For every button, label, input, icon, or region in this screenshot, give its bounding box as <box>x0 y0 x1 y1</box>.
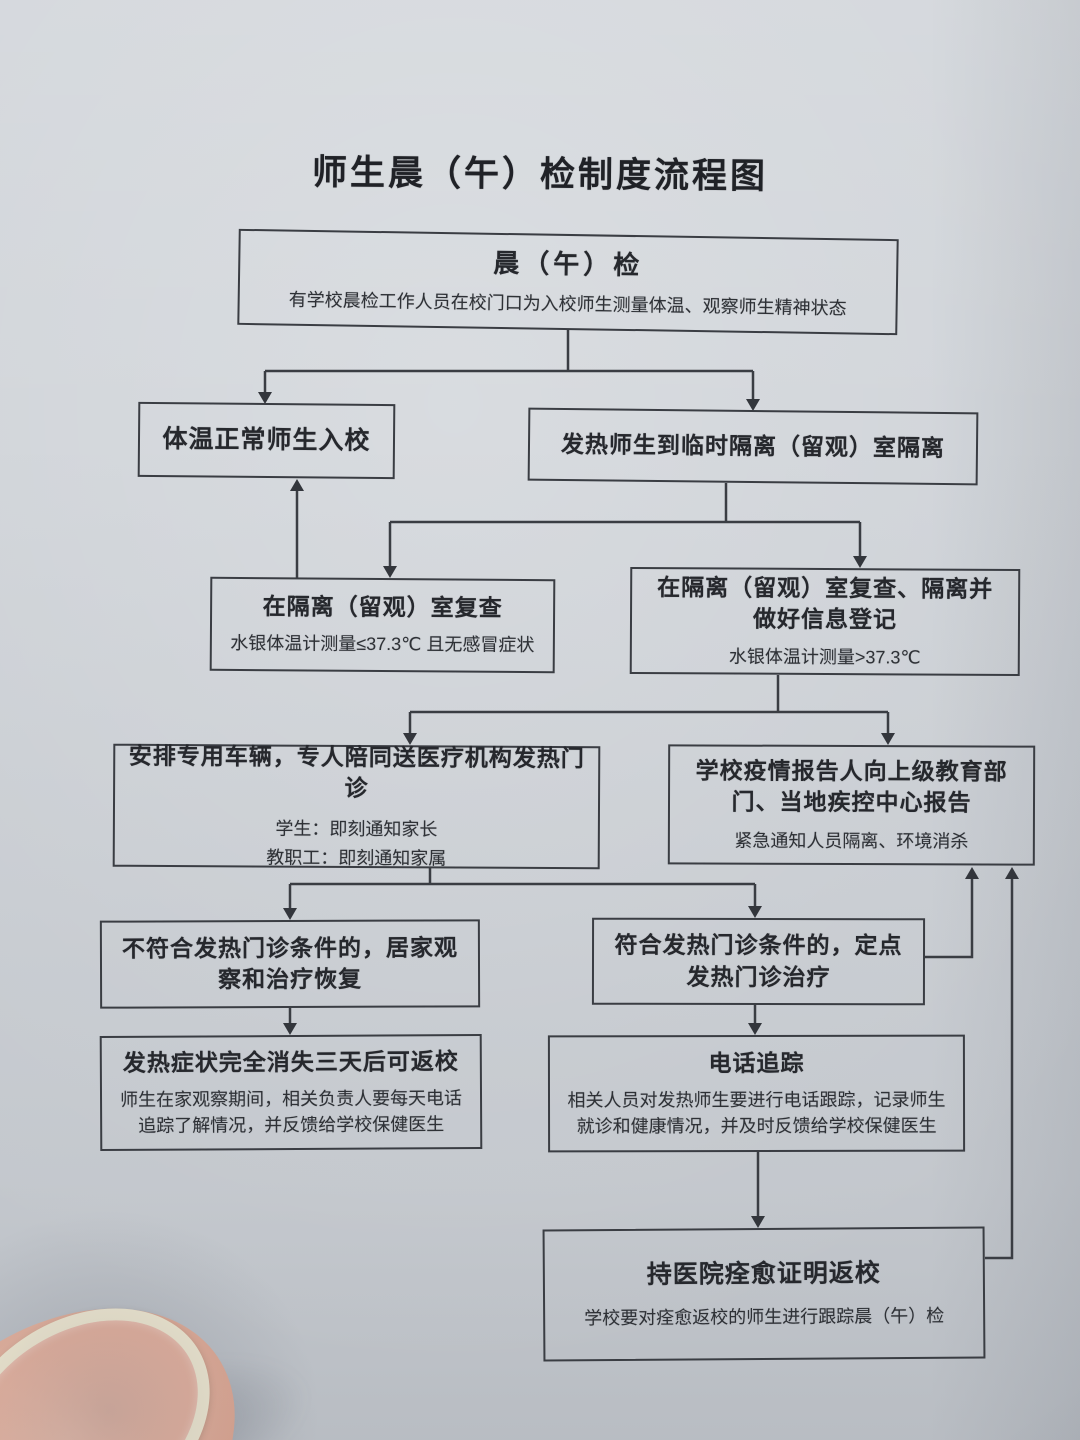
node-desc: 有学校晨检工作人员在校门口为入校师生测量体温、观察师生精神状态 <box>288 289 847 318</box>
node-desc: 学校要对痊愈返校的师生进行跟踪晨（午）检 <box>584 1305 945 1329</box>
node-return-after-recovery: 发热症状完全消失三天后可返校 师生在家观察期间，相关负责人要每天电话追踪了解情况… <box>99 1034 483 1151</box>
node-title: 晨（午）检 <box>493 248 644 281</box>
node-desc-students: 学生：即刻通知家长 <box>275 819 438 840</box>
node-title: 体温正常师生入校 <box>162 424 371 455</box>
node-title: 持医院痊愈证明返校 <box>646 1259 881 1289</box>
node-title: 符合发热门诊条件的，定点发热门诊治疗 <box>614 932 903 990</box>
node-desc: 师生在家观察期间，相关负责人要每天电话追踪了解情况，并反馈给学校保健医生 <box>119 1088 463 1136</box>
node-desc: 紧急通知人员隔离、环境消杀 <box>734 830 969 852</box>
page-title: 师生晨（午）检制度流程图 <box>311 153 769 196</box>
node-report: 学校疫情报告人向上级教育部门、当地疾控中心报告 紧急通知人员隔离、环境消杀 <box>667 744 1036 866</box>
node-title: 安排专用车辆，专人陪同送医疗机构发热门诊 <box>128 743 585 802</box>
node-title: 在隔离（留观）室复查 <box>262 593 503 622</box>
node-desc: 相关人员对发热师生要进行电话跟踪，记录师生就诊和健康情况，并及时反馈给学校保健医… <box>567 1089 946 1137</box>
node-recheck-ok: 在隔离（留观）室复查 水银体温计测量≤37.3℃ 且无感冒症状 <box>209 576 556 674</box>
node-morning-check: 晨（午）检 有学校晨检工作人员在校门口为入校师生测量体温、观察师生精神状态 <box>237 228 899 336</box>
node-recheck-register: 在隔离（留观）室复查、隔离并做好信息登记 水银体温计测量>37.3℃ <box>629 566 1021 677</box>
node-recovery-certificate: 持医院痊愈证明返校 学校要对痊愈返校的师生进行跟踪晨（午）检 <box>542 1226 986 1362</box>
node-title: 发热师生到临时隔离（留观）室隔离 <box>560 430 946 461</box>
node-desc: 水银体温计测量≤37.3℃ 且无感冒症状 <box>230 633 535 656</box>
node-desc-staff: 教职工：即刻通知家属 <box>266 847 447 869</box>
node-designated-clinic: 符合发热门诊条件的，定点发热门诊治疗 <box>591 917 926 1006</box>
node-title: 电话追踪 <box>708 1049 805 1076</box>
node-fever-isolate: 发热师生到临时隔离（留观）室隔离 <box>527 407 979 486</box>
node-title: 学校疫情报告人向上级教育部门、当地疾控中心报告 <box>695 757 1008 816</box>
node-transport: 安排专用车辆，专人陪同送医疗机构发热门诊 学生：即刻通知家长 教职工：即刻通知家… <box>112 743 601 870</box>
node-title: 不符合发热门诊条件的，居家观察和治疗恢复 <box>121 934 458 993</box>
node-desc: 水银体温计测量>37.3℃ <box>728 645 921 668</box>
node-title: 在隔离（留观）室复查、隔离并做好信息登记 <box>657 574 994 633</box>
node-title: 发热症状完全消失三天后可返校 <box>122 1047 459 1076</box>
node-normal-entry: 体温正常师生入校 <box>137 401 396 480</box>
node-phone-track: 电话追踪 相关人员对发热师生要进行电话跟踪，记录师生就诊和健康情况，并及时反馈给… <box>547 1034 966 1153</box>
node-home-observe: 不符合发热门诊条件的，居家观察和治疗恢复 <box>99 919 481 1009</box>
